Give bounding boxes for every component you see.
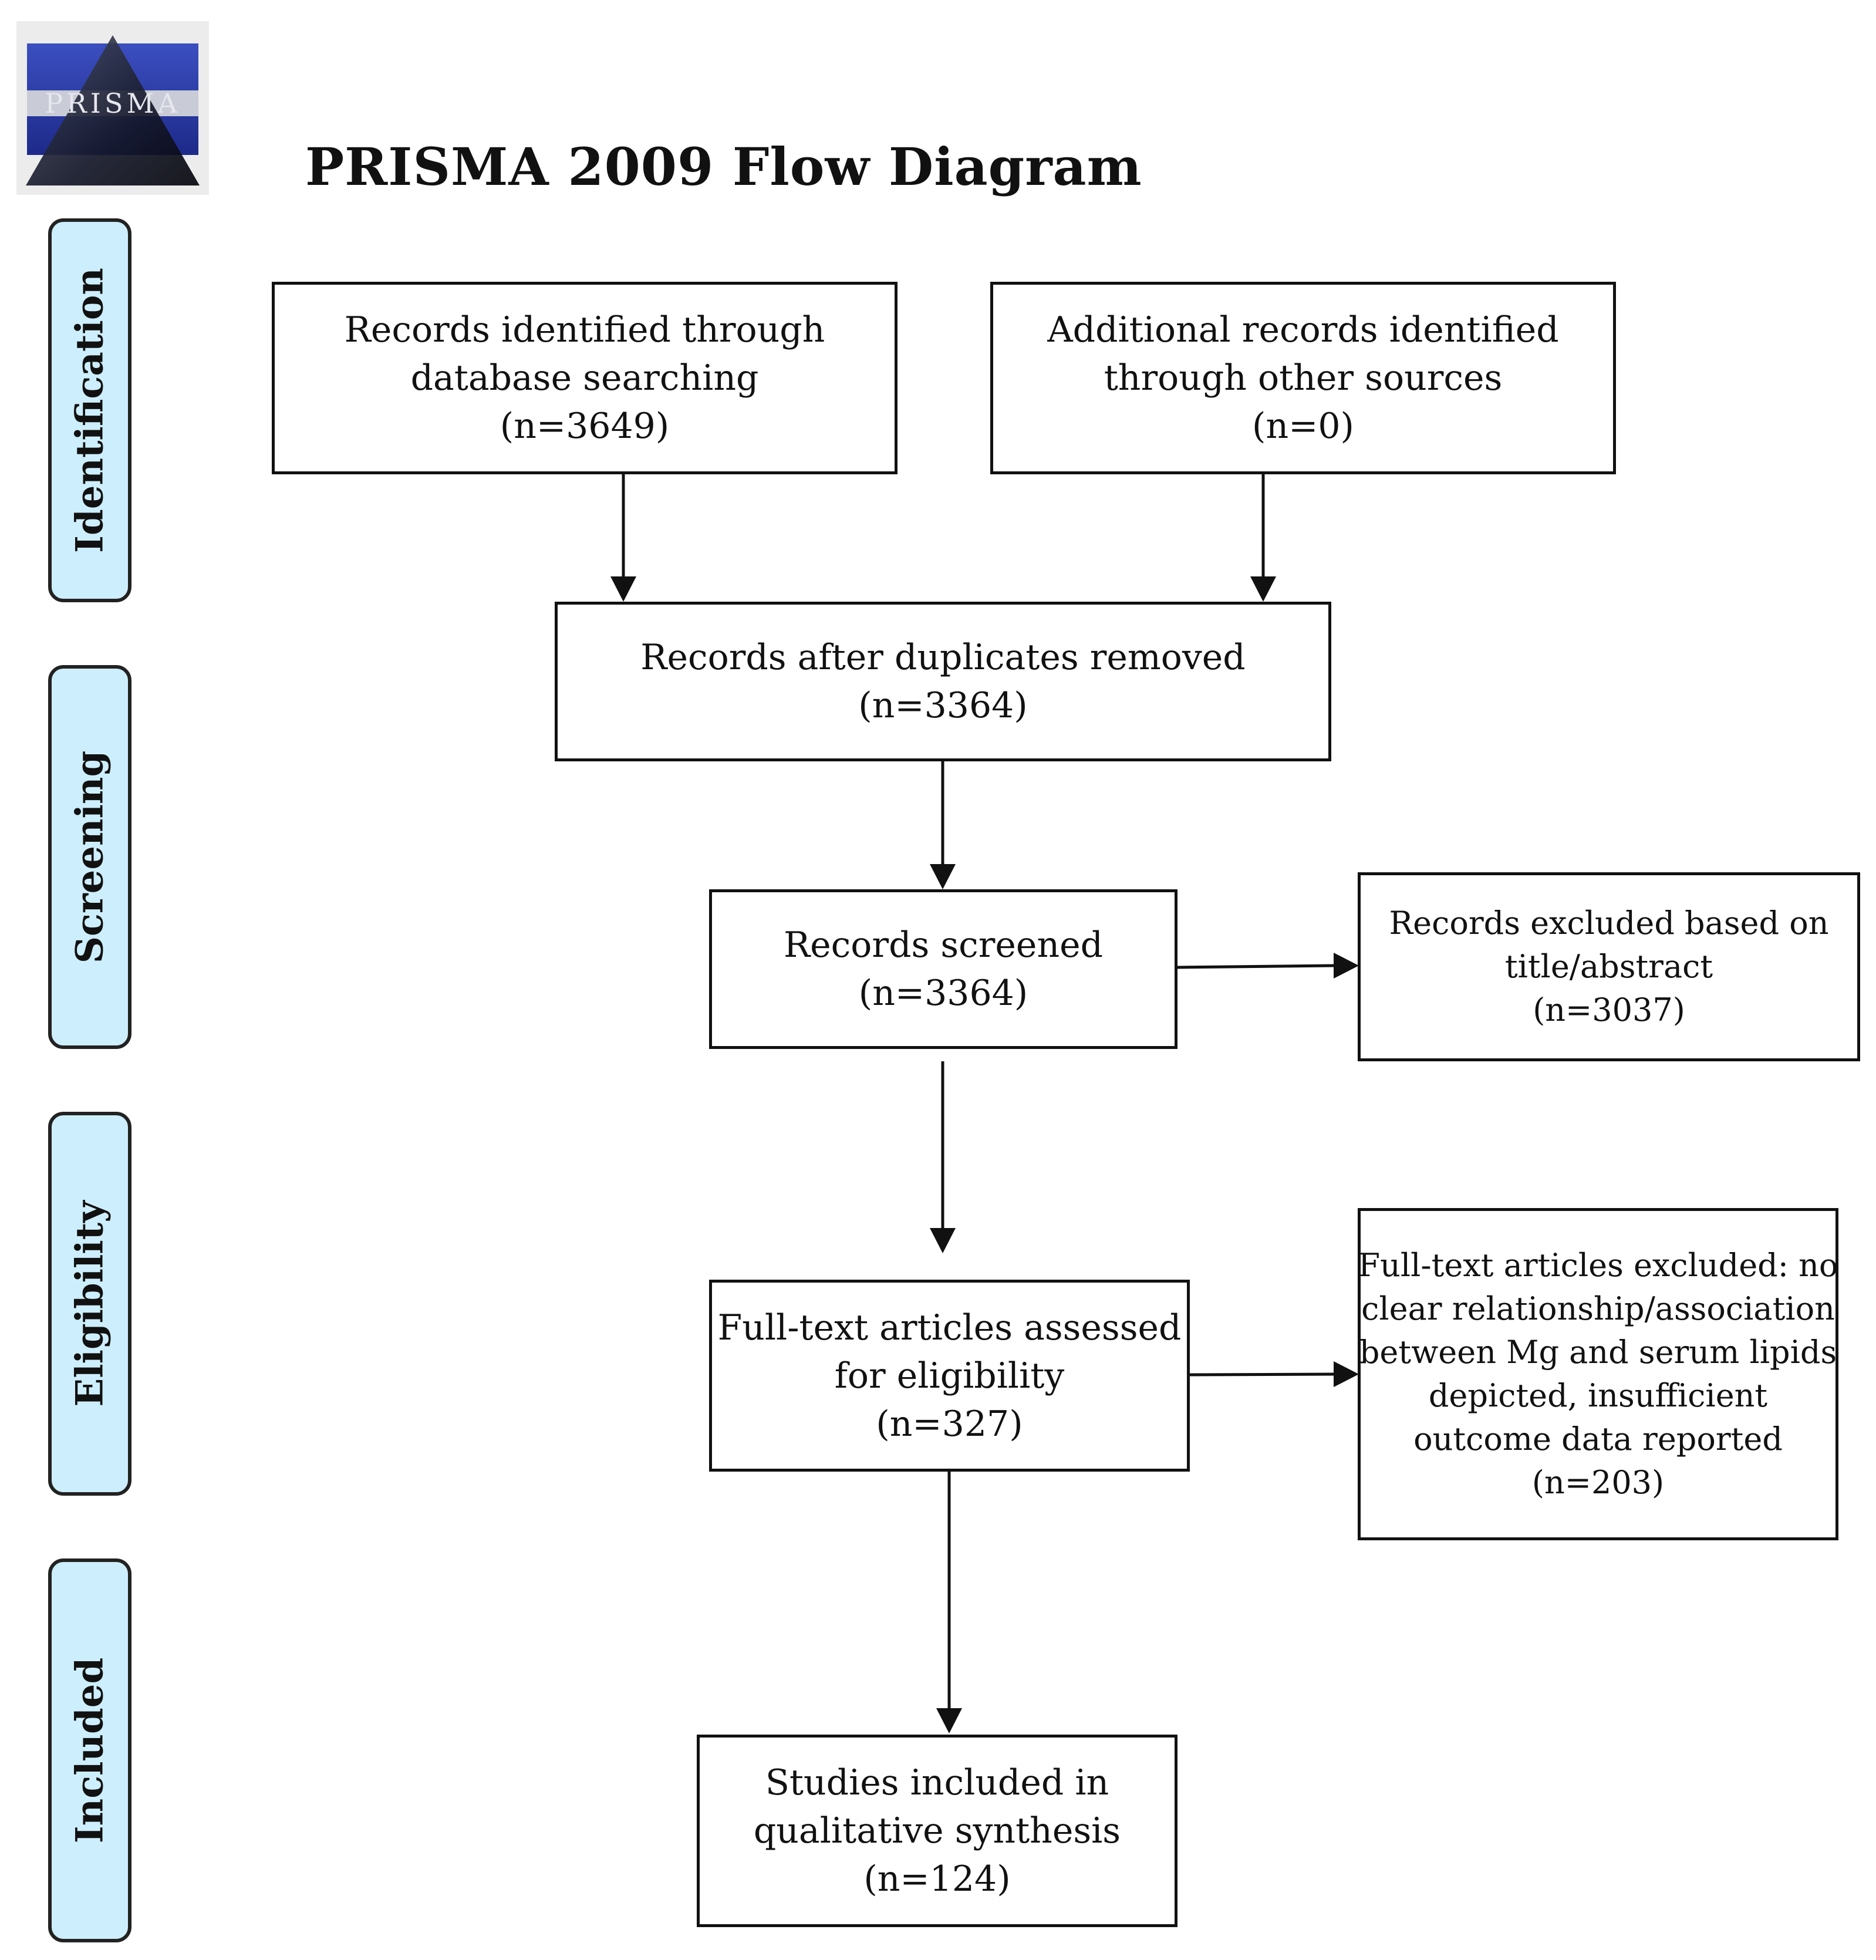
diagram-title: PRISMA 2009 Flow Diagram bbox=[305, 136, 1142, 197]
box-line: Studies included in bbox=[765, 1762, 1109, 1803]
arrow-screened-to-excluded bbox=[1176, 964, 1334, 969]
box-fulltext-assessed: Full-text articles assessed for eligibil… bbox=[709, 1280, 1190, 1472]
box-line: Full-text articles assessed bbox=[717, 1307, 1182, 1348]
arrow-fulltext-to-excluded bbox=[1187, 1372, 1334, 1377]
stage-screening: Screening bbox=[48, 665, 131, 1049]
box-line: title/abstract bbox=[1504, 948, 1713, 985]
box-line: (n=203) bbox=[1531, 1464, 1665, 1501]
box-line: outcome data reported bbox=[1413, 1421, 1783, 1458]
prisma-logo: PRISMA bbox=[16, 21, 209, 195]
box-studies-included: Studies included in qualitative synthesi… bbox=[697, 1735, 1177, 1927]
box-line: Records excluded based on bbox=[1389, 905, 1829, 942]
logo-text: PRISMA bbox=[45, 87, 181, 119]
box-line: Records screened bbox=[783, 925, 1103, 966]
box-other-sources: Additional records identified through ot… bbox=[990, 282, 1616, 474]
box-line: (n=327) bbox=[876, 1403, 1023, 1445]
box-line: Additional records identified bbox=[1047, 309, 1559, 350]
box-line: database searching bbox=[410, 357, 759, 399]
box-line: between Mg and serum lipids bbox=[1359, 1334, 1837, 1371]
box-records-screened: Records screened (n=3364) bbox=[709, 889, 1177, 1049]
box-line: (n=3649) bbox=[500, 406, 670, 447]
box-line: (n=3364) bbox=[858, 685, 1028, 726]
box-line: (n=124) bbox=[863, 1858, 1011, 1900]
box-excluded-title-abstract: Records excluded based on title/abstract… bbox=[1358, 872, 1860, 1061]
box-line: (n=3364) bbox=[858, 973, 1028, 1014]
box-line: through other sources bbox=[1104, 357, 1503, 399]
stage-identification: Identification bbox=[48, 218, 131, 602]
box-after-duplicates: Records after duplicates removed (n=3364… bbox=[555, 602, 1331, 761]
box-line: (n=3037) bbox=[1533, 991, 1685, 1028]
stage-included: Included bbox=[48, 1558, 131, 1942]
box-line: Records identified through bbox=[344, 309, 825, 350]
box-line: Full-text articles excluded: no bbox=[1358, 1247, 1838, 1284]
box-line: Records after duplicates removed bbox=[640, 637, 1246, 678]
box-database-records: Records identified through database sear… bbox=[272, 282, 897, 474]
box-line: clear relationship/association bbox=[1361, 1290, 1835, 1327]
box-fulltext-excluded: Full-text articles excluded: no clear re… bbox=[1358, 1208, 1838, 1540]
box-line: for eligibility bbox=[834, 1355, 1065, 1396]
box-line: (n=0) bbox=[1252, 406, 1354, 447]
box-line: qualitative synthesis bbox=[753, 1810, 1121, 1851]
stage-eligibility: Eligibility bbox=[48, 1112, 131, 1496]
box-line: depicted, insufficient bbox=[1428, 1377, 1768, 1414]
